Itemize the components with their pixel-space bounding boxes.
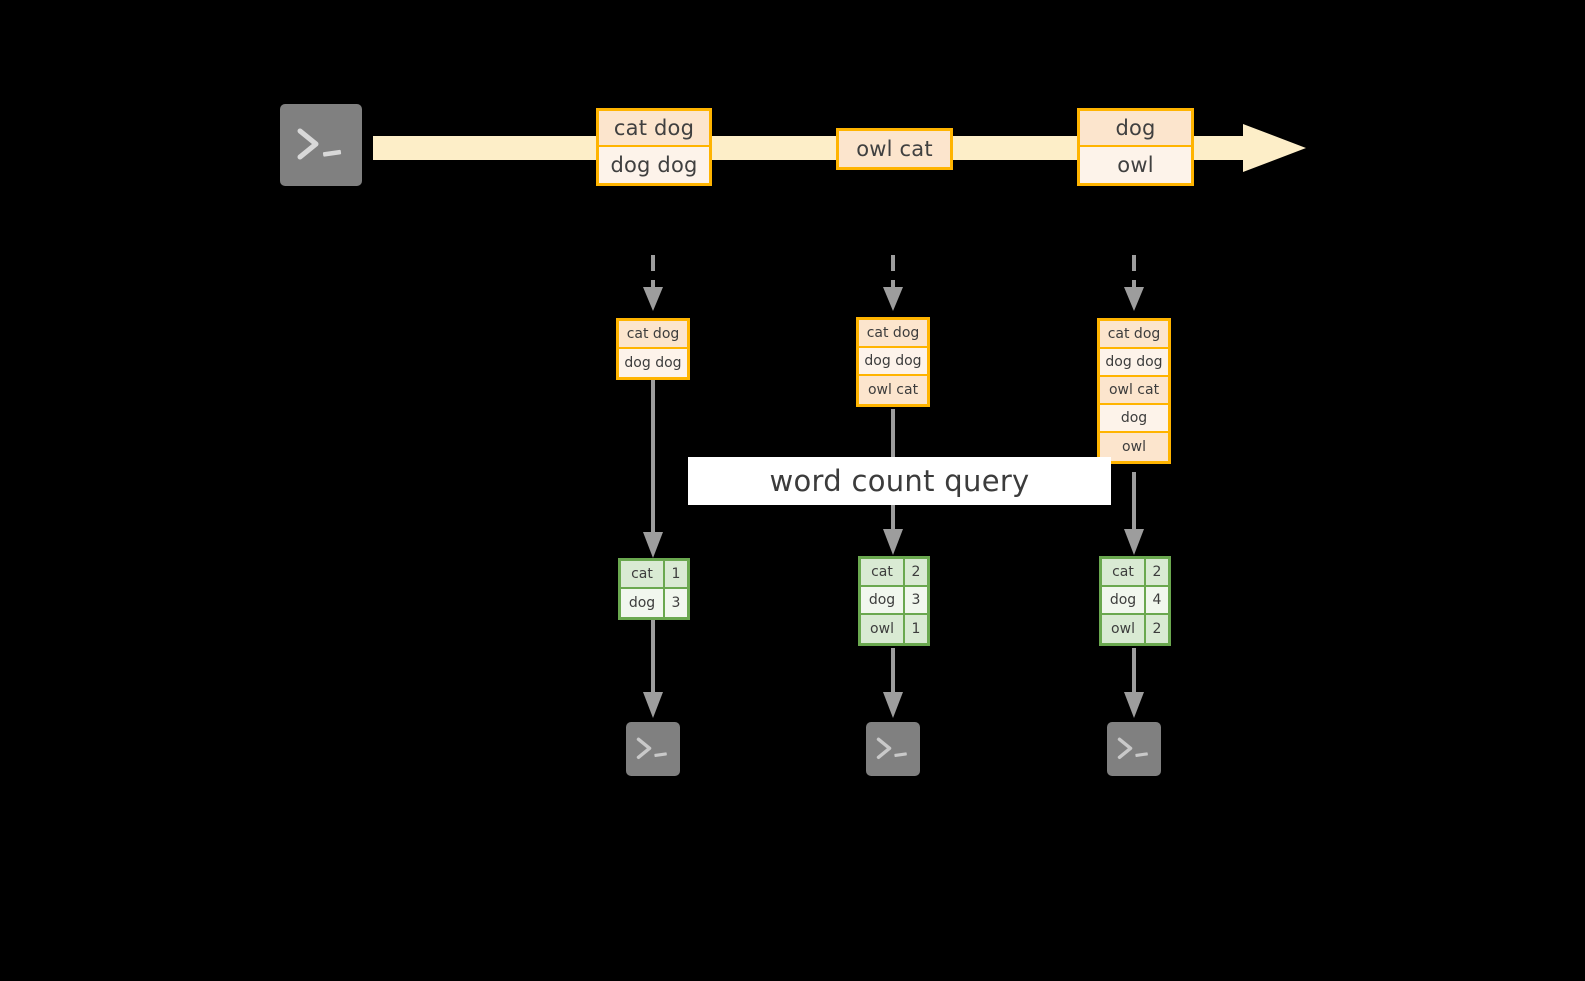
stream-record-line: cat dog	[599, 111, 709, 147]
stream-record-3: dog owl	[1077, 108, 1194, 186]
result-row: dog 3	[621, 589, 687, 617]
query-label-band: word count query	[688, 457, 1111, 505]
result-word: owl	[861, 615, 905, 643]
result-row: dog 4	[1102, 587, 1168, 615]
result-word: cat	[1102, 559, 1146, 585]
stream-record-1: cat dog dog dog	[596, 108, 712, 186]
result-row: cat 2	[1102, 559, 1168, 587]
accumulated-row: dog dog	[1100, 349, 1168, 377]
result-table-2: cat 2 dog 3 owl 1	[858, 556, 930, 646]
terminal-prompt-glyph	[280, 104, 362, 186]
result-word: dog	[1102, 587, 1146, 613]
accumulated-table-2: cat dog dog dog owl cat	[856, 317, 930, 407]
result-count: 3	[665, 589, 687, 617]
accumulated-table-1: cat dog dog dog	[616, 318, 690, 380]
accumulated-row: cat dog	[619, 321, 687, 349]
stream-record-line: dog	[1080, 111, 1191, 147]
sink-terminal-icon-1	[619, 715, 687, 783]
accumulated-row: owl cat	[1100, 377, 1168, 405]
result-word: dog	[621, 589, 665, 617]
sink-arrow-3-icon	[1124, 648, 1144, 718]
result-count: 3	[905, 587, 927, 613]
accumulated-table-3: cat dog dog dog owl cat dog owl	[1097, 318, 1171, 464]
stream-record-2: owl cat	[836, 128, 953, 170]
feeder-arrow-1-icon	[643, 255, 663, 311]
result-count: 1	[905, 615, 927, 643]
result-row: cat 1	[621, 561, 687, 589]
accumulated-row: cat dog	[1100, 321, 1168, 349]
result-word: cat	[861, 559, 905, 585]
result-row: owl 2	[1102, 615, 1168, 643]
result-count: 2	[1146, 615, 1168, 643]
result-row: cat 2	[861, 559, 927, 587]
result-count: 2	[905, 559, 927, 585]
terminal-prompt-glyph	[626, 722, 680, 776]
feeder-arrow-3-icon	[1124, 255, 1144, 311]
accumulated-row: dog dog	[859, 348, 927, 376]
sink-terminal-icon-2	[859, 715, 927, 783]
terminal-prompt-glyph	[866, 722, 920, 776]
stream-record-line: owl	[1080, 147, 1191, 183]
source-terminal-icon	[273, 97, 369, 193]
stream-record-line: dog dog	[599, 147, 709, 183]
accumulated-row: dog dog	[619, 349, 687, 377]
accumulated-row: cat dog	[859, 320, 927, 348]
result-table-3: cat 2 dog 4 owl 2	[1099, 556, 1171, 646]
sink-terminal-icon-3	[1100, 715, 1168, 783]
result-count: 4	[1146, 587, 1168, 613]
accumulated-row: dog	[1100, 405, 1168, 433]
feeder-arrow-2-icon	[883, 255, 903, 311]
stream-record-line: owl cat	[839, 131, 950, 167]
result-row: owl 1	[861, 615, 927, 643]
result-word: owl	[1102, 615, 1146, 643]
accumulated-row: owl cat	[859, 376, 927, 404]
query-arrow-3-icon	[1124, 472, 1144, 555]
accumulated-row: owl	[1100, 433, 1168, 461]
result-word: dog	[861, 587, 905, 613]
result-count: 2	[1146, 559, 1168, 585]
sink-arrow-2-icon	[883, 648, 903, 718]
result-table-1: cat 1 dog 3	[618, 558, 690, 620]
result-word: cat	[621, 561, 665, 587]
terminal-prompt-glyph	[1107, 722, 1161, 776]
query-label: word count query	[769, 464, 1030, 498]
sink-arrow-1-icon	[643, 620, 663, 718]
query-arrow-1-icon	[643, 380, 663, 558]
result-count: 1	[665, 561, 687, 587]
result-row: dog 3	[861, 587, 927, 615]
